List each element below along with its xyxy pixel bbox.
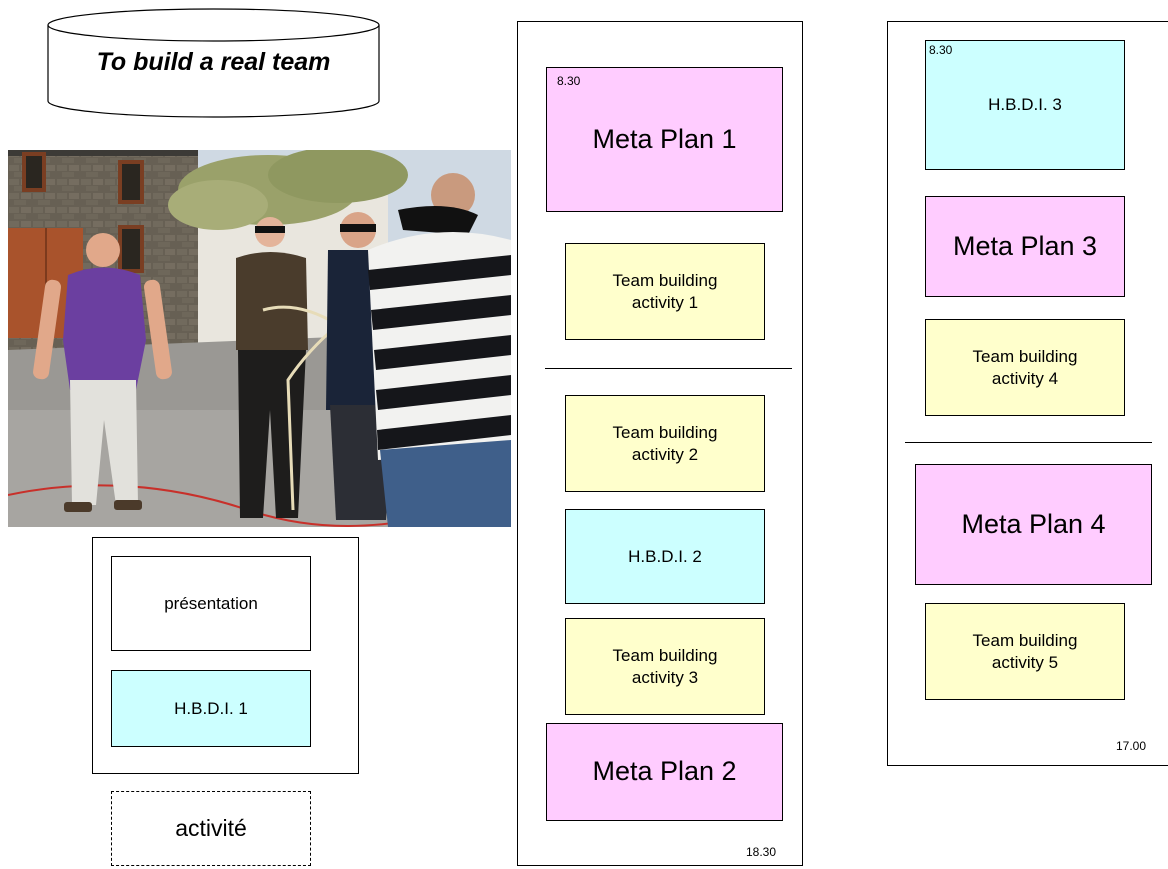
meta-plan-1-card: Meta Plan 1 xyxy=(546,67,783,212)
title-cylinder-shape xyxy=(47,8,380,118)
team-building-3-card: Team building activity 3 xyxy=(565,618,765,715)
meta-plan-3-card: Meta Plan 3 xyxy=(925,196,1125,297)
day1-end-time: 18.30 xyxy=(746,845,777,859)
presentation-card: présentation xyxy=(111,556,311,651)
team-building-1-card: Team building activity 1 xyxy=(565,243,765,340)
day2-start-time: 8.30 xyxy=(929,43,953,57)
team-building-photo xyxy=(8,150,511,527)
hbdi-2-card: H.B.D.I. 2 xyxy=(565,509,765,604)
day1-start-time: 8.30 xyxy=(557,74,581,88)
meta-plan-4-card: Meta Plan 4 xyxy=(915,464,1152,585)
meta-plan-2-card: Meta Plan 2 xyxy=(546,723,783,821)
hbdi-3-card: H.B.D.I. 3 xyxy=(925,40,1125,170)
day1-lunch-divider xyxy=(545,368,792,369)
hbdi-1-card: H.B.D.I. 1 xyxy=(111,670,311,747)
team-building-4-card: Team building activity 4 xyxy=(925,319,1125,416)
day2-end-time: 17.00 xyxy=(1116,739,1147,753)
diagram-title: To build a real team xyxy=(96,48,331,76)
day2-lunch-divider xyxy=(905,442,1152,443)
team-building-5-card: Team building activity 5 xyxy=(925,603,1125,700)
legend-activity-box: activité xyxy=(111,791,311,866)
team-building-2-card: Team building activity 2 xyxy=(565,395,765,492)
